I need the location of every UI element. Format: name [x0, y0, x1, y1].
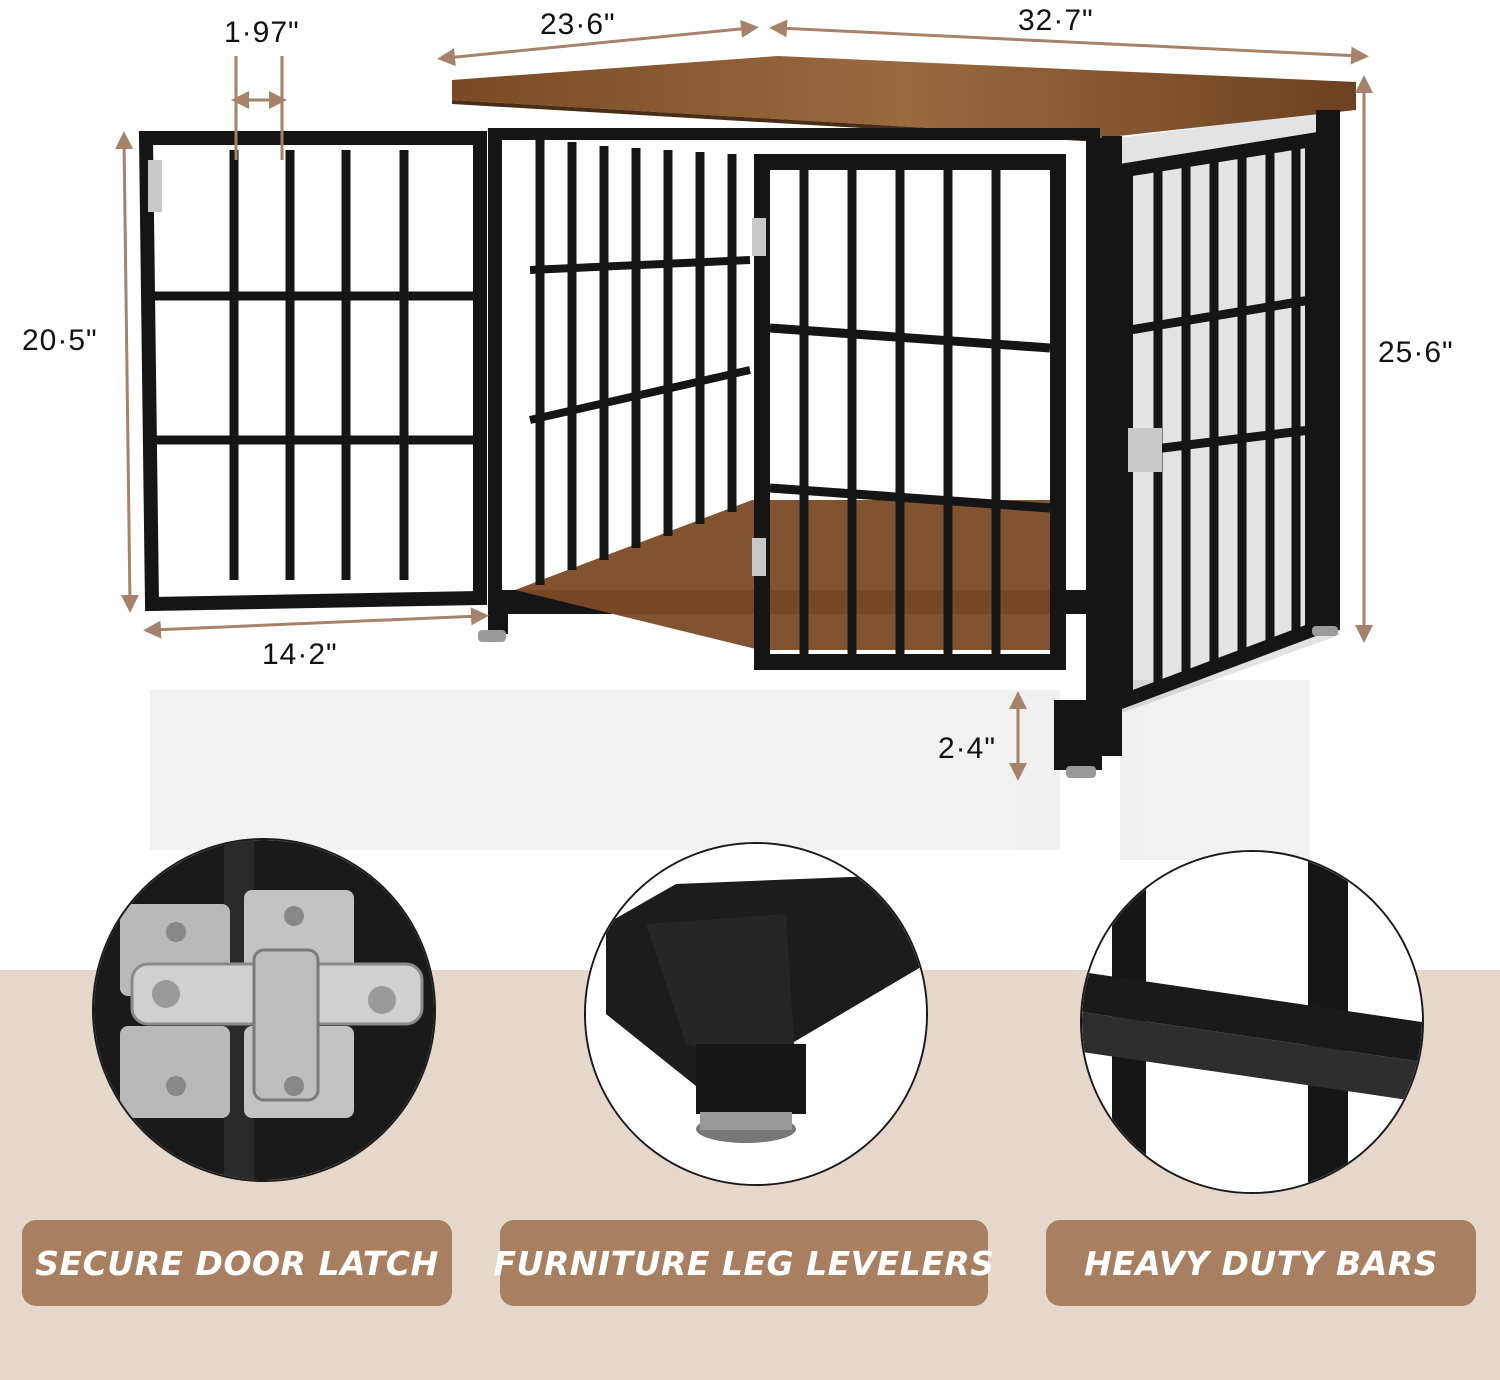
feature-label-text: FURNITURE LEG LEVELERS	[493, 1243, 995, 1283]
dim-depth: 23·6"	[540, 8, 616, 41]
open-left-door	[138, 131, 487, 612]
bars-closeup-image	[1080, 850, 1424, 1194]
door-latch-bottom	[752, 538, 766, 576]
dim-bar-gap: 1·97"	[224, 16, 300, 49]
leg-leveler-closeup-image	[584, 842, 928, 1186]
feature-label-text: HEAVY DUTY BARS	[1084, 1243, 1438, 1283]
wood-top	[452, 56, 1356, 138]
floor-reflection	[150, 680, 1310, 860]
feature-label-secure-door-latch: SECURE DOOR LATCH	[22, 1220, 452, 1306]
crate-floor	[515, 500, 1058, 650]
latch-closeup-image	[92, 838, 436, 1182]
side-panel	[1102, 110, 1340, 720]
dim-total-height: 25·6"	[1378, 336, 1454, 369]
dimension-arrows	[115, 19, 1373, 781]
dim-width: 32·7"	[1018, 4, 1094, 37]
door-latch-top	[752, 218, 766, 256]
front-door	[754, 154, 1066, 670]
leveler-feet	[478, 626, 1338, 778]
crate-front-frame	[488, 128, 1102, 770]
feature-label-furniture-leg-levelers: FURNITURE LEG LEVELERS	[494, 1220, 994, 1306]
feature-label-text: SECURE DOOR LATCH	[35, 1243, 439, 1283]
side-latch	[1128, 428, 1162, 472]
back-bars	[529, 138, 751, 585]
feature-label-heavy-duty-bars: HEAVY DUTY BARS	[1046, 1220, 1476, 1306]
dim-leg-height: 2·4"	[938, 732, 997, 765]
door-hinge	[148, 160, 162, 212]
dim-door-height: 20·5"	[22, 324, 98, 357]
dim-door-width: 14·2"	[262, 638, 338, 671]
